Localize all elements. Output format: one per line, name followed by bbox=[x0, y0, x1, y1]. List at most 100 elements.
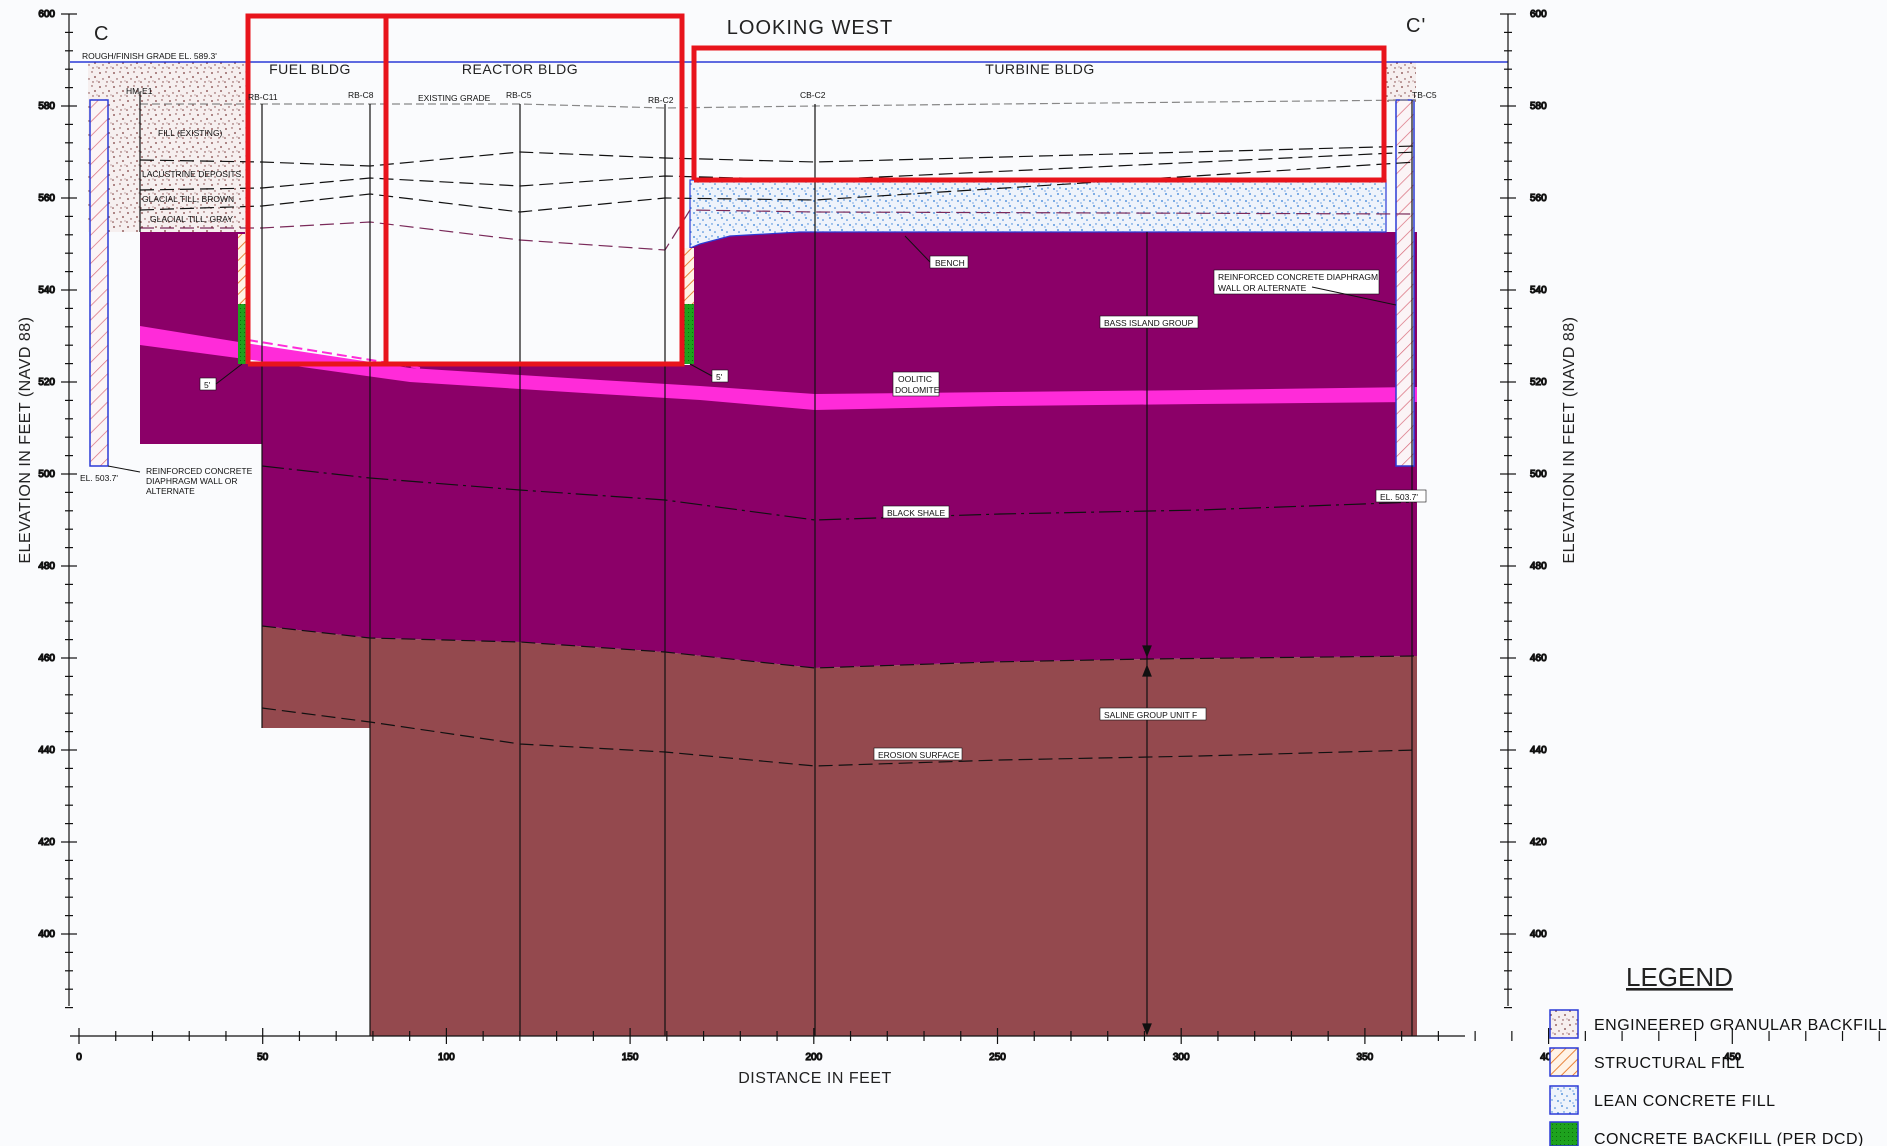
x-tick-label: 300 bbox=[1173, 1052, 1190, 1063]
y-tick-label: 540 bbox=[1530, 285, 1547, 296]
right-wall-note: REINFORCED CONCRETE DIAPHRAGM WALL OR AL… bbox=[1213, 269, 1397, 306]
svg-text:EROSION SURFACE: EROSION SURFACE bbox=[878, 750, 960, 760]
x-tick-label: 350 bbox=[1357, 1052, 1374, 1063]
y-tick-label: 500 bbox=[38, 469, 55, 480]
left-wall-note: REINFORCED CONCRETE DIAPHRAGM WALL OR AL… bbox=[107, 465, 253, 496]
legend: LEGEND ENGINEERED GRANULAR BACKFILL STRU… bbox=[1549, 962, 1887, 1146]
structural-fill-left bbox=[238, 234, 248, 304]
section-end-marker: C' bbox=[1406, 15, 1426, 37]
concrete-backfill-left bbox=[238, 304, 248, 364]
x-tick-label: 150 bbox=[622, 1052, 639, 1063]
y-tick-label: 460 bbox=[38, 653, 55, 664]
legend-item-structural: STRUCTURAL FILL bbox=[1549, 1047, 1745, 1077]
svg-text:REINFORCED CONCRETE: REINFORCED CONCRETE bbox=[146, 466, 253, 476]
svg-text:SALINE GROUP UNIT F: SALINE GROUP UNIT F bbox=[1104, 710, 1197, 720]
svg-text:DOLOMITE: DOLOMITE bbox=[895, 385, 940, 395]
boring-cb-c2: CB-C2 bbox=[800, 90, 826, 100]
fuel-bldg-label: FUEL BLDG bbox=[269, 61, 351, 77]
y-tick-label: 580 bbox=[1530, 101, 1547, 112]
x-tick-label: 250 bbox=[989, 1052, 1006, 1063]
y-tick-label: 420 bbox=[1530, 837, 1547, 848]
svg-text:CONCRETE BACKFILL (PER DCD): CONCRETE BACKFILL (PER DCD) bbox=[1594, 1131, 1864, 1146]
svg-text:BLACK SHALE: BLACK SHALE bbox=[887, 508, 945, 518]
black-shale-note: BLACK SHALE bbox=[882, 505, 950, 519]
x-axis-title: DISTANCE IN FEET bbox=[738, 1070, 892, 1087]
boring-hm-e1: HM-E1 bbox=[126, 86, 153, 96]
buildings bbox=[245, 13, 1387, 367]
turbine-bldg-label: TURBINE BLDG bbox=[985, 61, 1094, 77]
oolitic-note: OOLITIC DOLOMITE bbox=[892, 371, 940, 397]
svg-text:ENGINEERED GRANULAR BACKFILL: ENGINEERED GRANULAR BACKFILL bbox=[1594, 1017, 1887, 1034]
strata bbox=[140, 232, 1417, 1036]
svg-text:5': 5' bbox=[204, 380, 211, 390]
five-ft-left-note: 5' bbox=[199, 363, 243, 391]
erosion-note: EROSION SURFACE bbox=[873, 747, 963, 761]
section-start-marker: C bbox=[94, 23, 109, 45]
el-left-note: EL. 503.7' bbox=[80, 473, 118, 483]
svg-text:BASS ISLAND GROUP: BASS ISLAND GROUP bbox=[1104, 318, 1194, 328]
diaphragm-wall-right bbox=[1395, 99, 1415, 467]
y-tick-label: 420 bbox=[38, 837, 55, 848]
boring-rb-c2: RB-C2 bbox=[648, 95, 674, 105]
existing-grade-label: EXISTING GRADE bbox=[418, 93, 491, 103]
y-axis-title-left: ELEVATION IN FEET (NAVD 88) bbox=[17, 316, 34, 563]
saline-group-layer bbox=[262, 626, 1417, 1036]
reactor-bldg-label: REACTOR BLDG bbox=[462, 61, 578, 77]
y-tick-label: 440 bbox=[1530, 745, 1547, 756]
x-axis: 0501001502002503003504004505005506006507… bbox=[70, 1028, 1880, 1064]
bass-island-layer bbox=[140, 232, 1417, 668]
y-tick-label: 400 bbox=[38, 929, 55, 940]
soil-label-till-gray: GLACIAL TILL, GRAY bbox=[150, 214, 233, 224]
svg-text:5': 5' bbox=[716, 372, 723, 382]
y-tick-label: 400 bbox=[1530, 929, 1547, 940]
y-tick-label: 500 bbox=[1530, 469, 1547, 480]
bass-island-note: BASS ISLAND GROUP bbox=[1099, 315, 1199, 329]
svg-text:WALL OR ALTERNATE: WALL OR ALTERNATE bbox=[1218, 283, 1307, 293]
structural-fill-right bbox=[684, 248, 694, 304]
y-tick-label: 560 bbox=[38, 193, 55, 204]
boring-rb-c5: RB-C5 bbox=[506, 90, 532, 100]
granular-backfill-left bbox=[88, 62, 248, 232]
x-tick-label: 0 bbox=[76, 1052, 82, 1063]
y-tick-label: 440 bbox=[38, 745, 55, 756]
boring-rb-c8: RB-C8 bbox=[348, 90, 374, 100]
y-tick-label: 600 bbox=[1530, 9, 1547, 20]
saline-note: SALINE GROUP UNIT F bbox=[1099, 707, 1207, 721]
legend-item-concrete: CONCRETE BACKFILL (PER DCD) bbox=[1549, 1121, 1864, 1146]
y-tick-label: 600 bbox=[38, 9, 55, 20]
granular-backfill-right bbox=[1386, 62, 1416, 102]
svg-text:LEAN CONCRETE FILL: LEAN CONCRETE FILL bbox=[1594, 1093, 1775, 1110]
svg-text:DIAPHRAGM WALL OR: DIAPHRAGM WALL OR bbox=[146, 476, 237, 486]
soil-label-fill: FILL (EXISTING) bbox=[158, 128, 223, 138]
x-tick-label: 50 bbox=[257, 1052, 269, 1063]
svg-text:ALTERNATE: ALTERNATE bbox=[146, 486, 195, 496]
boring-tb-c5: TB-C5 bbox=[1412, 90, 1437, 100]
y-tick-label: 480 bbox=[1530, 561, 1547, 572]
legend-item-granular: ENGINEERED GRANULAR BACKFILL bbox=[1549, 1009, 1887, 1039]
el-right-note: EL. 503.7' bbox=[1375, 489, 1427, 503]
svg-text:OOLITIC: OOLITIC bbox=[898, 374, 932, 384]
y-tick-label: 460 bbox=[1530, 653, 1547, 664]
x-tick-label: 200 bbox=[805, 1052, 822, 1063]
svg-text:EL. 503.7': EL. 503.7' bbox=[1380, 492, 1418, 502]
svg-text:EL. 503.7': EL. 503.7' bbox=[80, 473, 118, 483]
diaphragm-wall-left bbox=[89, 99, 109, 467]
looking-west-title: LOOKING WEST bbox=[727, 17, 893, 39]
five-ft-right-note: 5' bbox=[689, 363, 729, 383]
thickness-dimension bbox=[1142, 232, 1152, 1036]
soil-label-lacustrine: LACUSTRINE DEPOSITS bbox=[142, 169, 242, 179]
y-tick-label: 520 bbox=[38, 377, 55, 388]
legend-item-lean: LEAN CONCRETE FILL bbox=[1549, 1085, 1775, 1115]
y-tick-label: 580 bbox=[38, 101, 55, 112]
svg-text:STRUCTURAL FILL: STRUCTURAL FILL bbox=[1594, 1055, 1745, 1072]
y-axis-title-right: ELEVATION IN FEET (NAVD 88) bbox=[1561, 316, 1578, 563]
svg-text:BENCH: BENCH bbox=[935, 258, 965, 268]
legend-title: LEGEND bbox=[1626, 962, 1733, 992]
oolitic-dolomite-band bbox=[140, 326, 1417, 410]
y-tick-label: 540 bbox=[38, 285, 55, 296]
y-tick-label: 520 bbox=[1530, 377, 1547, 388]
grade-label: ROUGH/FINISH GRADE EL. 589.3' bbox=[82, 51, 217, 61]
